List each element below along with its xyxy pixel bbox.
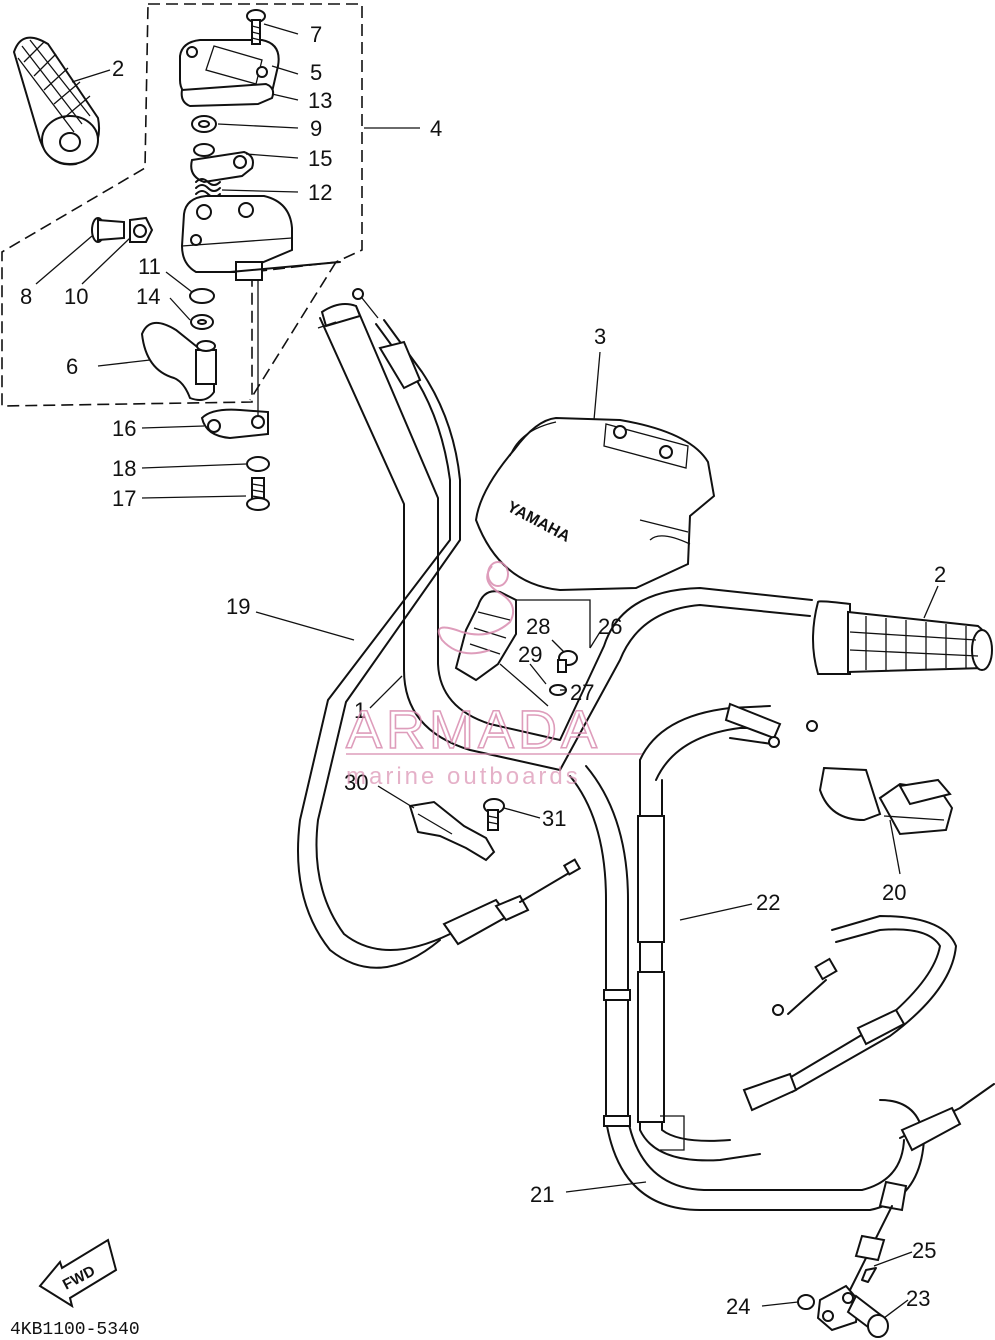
- callouts: 2 7 5 13 9 4 15 12 8 10 11 14 6 16 18 17…: [20, 22, 946, 1319]
- callout-15: 15: [308, 146, 332, 171]
- watermark-tagline: marine outboards: [346, 763, 581, 790]
- cable-21: [569, 765, 925, 1211]
- cotter-pin-25: [861, 1267, 877, 1283]
- callout-5: 5: [310, 60, 322, 85]
- right-switch-26: [454, 590, 591, 707]
- throttle-lever-6: [140, 322, 217, 401]
- cover-gasket: [180, 82, 275, 108]
- callout-20: 20: [882, 880, 906, 905]
- callout-25: 25: [912, 1238, 936, 1263]
- callout-23: 23: [906, 1286, 930, 1311]
- callout-11: 11: [138, 254, 161, 279]
- callout-30: 30: [344, 770, 368, 795]
- callout-31: 31: [542, 806, 566, 831]
- callout-19: 19: [226, 594, 250, 619]
- cable-19: [297, 288, 582, 969]
- clamp-16: [200, 408, 269, 440]
- callout-24: 24: [726, 1294, 750, 1319]
- callout-21: 21: [530, 1182, 554, 1207]
- washer-18: [246, 456, 270, 472]
- right-grip: [812, 600, 993, 676]
- callout-13: 13: [308, 88, 332, 113]
- pin-23: [846, 1294, 889, 1338]
- leader-lines: [35, 23, 939, 1319]
- bracket-20: [818, 766, 954, 836]
- cable-lower-end: [849, 1083, 995, 1291]
- handlebar-cover: YAMAHA: [474, 416, 716, 592]
- callout-16: 16: [112, 416, 136, 441]
- left-grip: [12, 36, 100, 166]
- screw-28: [557, 650, 578, 673]
- watermark-logo-icon: [437, 565, 514, 655]
- switch-assembly-boundary: [1, 3, 363, 407]
- washer-11: [189, 288, 215, 304]
- plate-15: [190, 143, 254, 184]
- switch-housing: [180, 195, 341, 281]
- callout-18: 18: [112, 456, 136, 481]
- bracket-30: [408, 800, 496, 862]
- callout-26: 26: [598, 614, 622, 639]
- linkage-bracket: [816, 1284, 860, 1332]
- callout-1: 1: [354, 698, 366, 723]
- nut-10: [129, 216, 154, 243]
- callout-4: 4: [430, 116, 442, 141]
- watermark: ARMADA marine outboards: [345, 561, 642, 790]
- washer-14: [190, 314, 214, 330]
- screw-17: [246, 477, 270, 511]
- callout-6: 6: [66, 354, 78, 379]
- callout-14: 14: [136, 284, 160, 309]
- callout-28: 28: [526, 614, 550, 639]
- callout-2b: 2: [934, 562, 946, 587]
- callout-7: 7: [310, 22, 322, 47]
- watermark-brand: ARMADA: [346, 700, 601, 760]
- fwd-arrow-icon: FWD: [38, 1238, 118, 1309]
- spring-12: [195, 178, 221, 198]
- callout-12: 12: [308, 180, 332, 205]
- callout-3: 3: [594, 324, 606, 349]
- callout-22: 22: [756, 890, 780, 915]
- screw-7: [246, 9, 266, 45]
- screw-31: [483, 798, 505, 831]
- handlebar: [317, 303, 813, 771]
- callout-17: 17: [112, 486, 136, 511]
- washer-9: [191, 115, 217, 133]
- callout-2a: 2: [112, 56, 124, 81]
- cable-22: [637, 702, 818, 1162]
- callout-8: 8: [20, 284, 32, 309]
- callout-27: 27: [570, 680, 594, 705]
- cable-upper-right-loop: [742, 915, 957, 1112]
- switch-cover: [179, 39, 280, 100]
- drawing-code: 4KB1100-5340: [10, 1320, 140, 1340]
- callout-9: 9: [310, 116, 322, 141]
- callout-29: 29: [518, 642, 542, 667]
- washer-24: [797, 1294, 815, 1310]
- callout-10: 10: [64, 284, 88, 309]
- screw-8: [91, 217, 125, 243]
